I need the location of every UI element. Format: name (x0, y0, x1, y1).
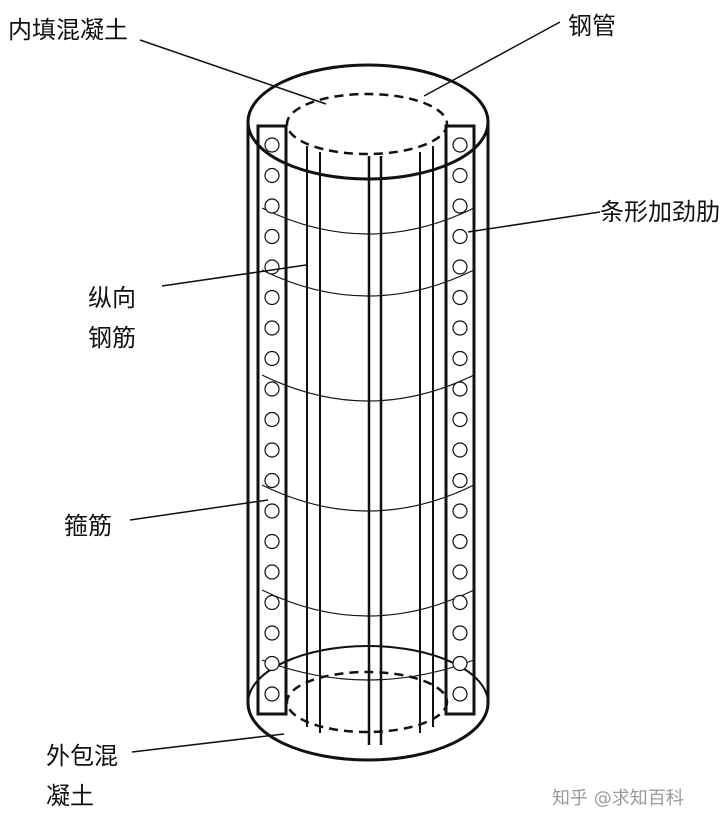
stiffener-hole (264, 472, 280, 489)
stiffener-hole (264, 533, 280, 550)
stiffener-hole (452, 625, 468, 641)
stiffener-hole (264, 411, 280, 428)
stiffener-hole (264, 289, 280, 306)
stiffener-hole (452, 289, 468, 306)
leader-inner-concrete (139, 39, 327, 105)
label-longitudinal-rebar-line2: 钢筋 (88, 324, 136, 352)
label-stirrup: 箍筋 (64, 512, 112, 540)
stiffener-hole (264, 655, 280, 672)
stiffener-hole (452, 564, 468, 580)
stiffener-hole (264, 442, 280, 458)
stiffener-hole (264, 198, 280, 214)
label-inner-concrete: 内填混凝土 (8, 16, 128, 44)
steel-tube-top (285, 92, 449, 156)
stiffener-hole (264, 350, 280, 367)
label-stiffener: 条形加劲肋 (600, 198, 720, 226)
stiffener-hole (452, 655, 468, 672)
stiffener-hole (264, 503, 280, 519)
leader-outer-concrete (131, 733, 285, 753)
stiffener-hole (452, 228, 468, 245)
leader-steel-tube (423, 21, 561, 97)
label-outer-concrete-line2: 凝土 (46, 782, 94, 810)
stiffener-hole (452, 167, 468, 184)
stiffener-hole (452, 533, 468, 550)
leader-longitudinal-rebar (161, 264, 307, 287)
stiffener-hole (264, 167, 280, 184)
stiffener-hole (452, 350, 468, 367)
stiffener-hole (452, 503, 468, 519)
stiffener-hole (264, 381, 280, 397)
stiffener-hole (452, 137, 468, 153)
stiffener-hole (452, 259, 468, 275)
strip-stiffener-right (444, 124, 476, 716)
stiffener-hole (452, 442, 468, 458)
label-longitudinal-rebar-line1: 纵向 (88, 284, 136, 312)
stiffener-hole (264, 228, 280, 245)
stiffener-hole (452, 198, 468, 214)
stiffener-hole (264, 594, 280, 611)
stiffener-hole (264, 625, 280, 641)
strip-stiffener-left (256, 124, 288, 716)
stiffener-hole (452, 381, 468, 397)
stiffener-hole (264, 259, 280, 275)
label-outer-concrete-line1: 外包混 (46, 742, 118, 770)
stiffener-hole (264, 686, 280, 702)
leader-stirrup (129, 499, 269, 521)
stiffener-hole (452, 320, 468, 336)
outer-cylinder-bottom (246, 702, 490, 762)
stiffener-hole (452, 686, 468, 702)
stiffener-hole (452, 411, 468, 428)
stirrup (261, 659, 475, 681)
label-steel-tube: 钢管 (568, 12, 616, 40)
leader-stiffener (467, 211, 601, 233)
watermark: 知乎 @求知百科 (552, 788, 684, 809)
steel-tube-bottom (285, 670, 449, 734)
stiffener-hole (452, 594, 468, 611)
stiffener-hole (264, 320, 280, 336)
stiffener-hole (264, 564, 280, 580)
stiffener-hole (264, 137, 280, 153)
stiffener-hole (452, 472, 468, 489)
